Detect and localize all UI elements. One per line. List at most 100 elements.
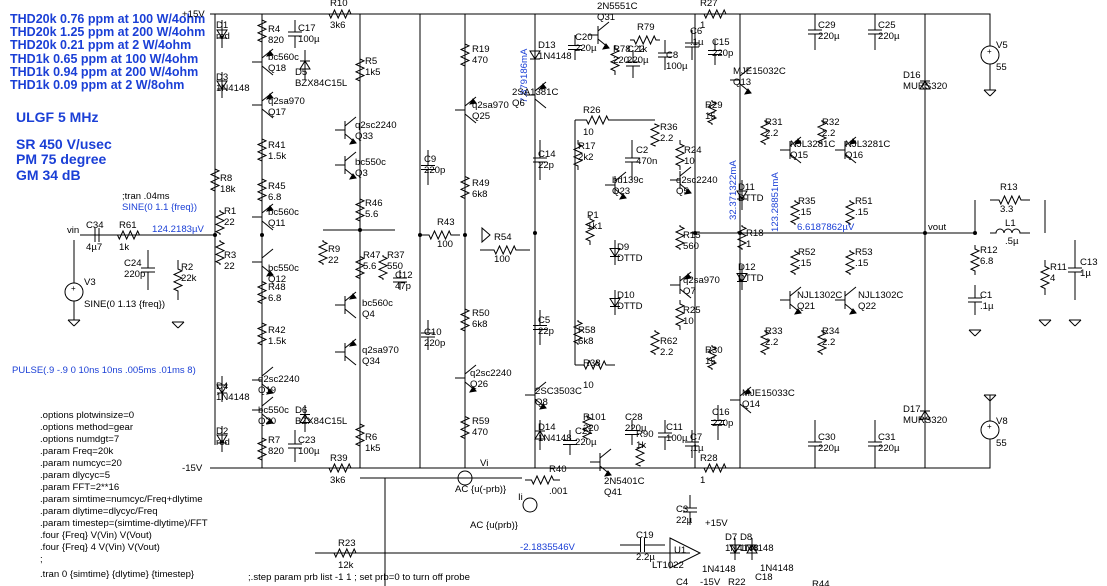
spice-directives: .options plotwinsize=0 .options method=g… — [40, 410, 208, 566]
ref-label-c25: C25 — [878, 20, 896, 31]
ref-label-q6: Q6 — [512, 98, 525, 109]
value-label-r7: 820 — [268, 446, 284, 457]
ref-label-c30: C30 — [818, 432, 836, 443]
ref-label-r9: R9 — [328, 244, 340, 255]
ref-label-r40: R40 — [549, 464, 567, 475]
value-label-r90: 1k — [636, 440, 646, 451]
capacitor-c34 — [82, 228, 112, 242]
ref-label-r27: R27 — [700, 0, 718, 9]
diode-d2 — [216, 426, 228, 452]
ref-label-r8: R8 — [220, 173, 232, 184]
ref-label-c8: C8 — [666, 50, 678, 61]
ref-label-c21: C21 — [575, 426, 593, 437]
value-label-q25: q2sa970 — [472, 100, 509, 111]
bias-current-label: 32.371322mA — [728, 160, 739, 220]
value-label-d8: 1N4148 — [760, 563, 794, 574]
spice-line: .options method=gear — [40, 422, 134, 433]
ref-label-c28: C28 — [625, 412, 643, 423]
ref-label-q25: Q25 — [472, 111, 490, 122]
transistor-q5 — [670, 166, 692, 195]
value-label-c29: 220µ — [818, 31, 840, 42]
ref-label-q5: Q5 — [676, 186, 689, 197]
ref-label-q15: Q15 — [790, 150, 808, 161]
value-label-r33: 2.2 — [765, 337, 778, 348]
value-label-c6: .1µ — [690, 37, 704, 48]
ref-label-c2: C2 — [636, 145, 648, 156]
ground-symbol — [968, 329, 982, 337]
resistor-r28 — [700, 462, 730, 474]
output-current-label: 123.28851mA — [770, 172, 781, 232]
value-label-r30: 15 — [705, 356, 716, 367]
value-label-r15: 560 — [683, 241, 699, 252]
ref-label-d11: D11 — [738, 182, 755, 193]
spec-note: ULGF 5 MHz — [16, 109, 99, 125]
vi-source — [457, 470, 473, 486]
value-label-q3: bc550c — [355, 157, 386, 168]
ground-symbol — [983, 394, 997, 402]
perf-note: THD20k 0.21 ppm at 2 W/4ohm — [10, 38, 192, 53]
value-label-r27: 1 — [700, 20, 705, 31]
capacitor-c5 — [533, 310, 547, 345]
ref-label-v3: V3 — [84, 277, 96, 288]
perf-note: THD20k 0.76 ppm at 100 W/4ohm — [10, 12, 206, 26]
value-label-q18: bc560c — [268, 52, 299, 63]
transistor-q23 — [605, 171, 627, 200]
value-label-r31: 2.2 — [765, 128, 778, 139]
diode-d8 — [746, 538, 758, 560]
transistor-q18 — [252, 48, 274, 76]
ref-label-r54: R54 — [494, 232, 512, 243]
perf-note: THD20k 1.25 ppm at 200 W/4ohm — [10, 25, 206, 40]
capacitor-c13 — [1068, 240, 1082, 300]
ref-label-vi: Vi — [480, 458, 488, 469]
ref-label-c12: C12 — [395, 270, 413, 281]
resistor-r38 — [575, 359, 615, 371]
value-label-r19: 470 — [472, 55, 488, 66]
ref-label-q23: Q23 — [612, 186, 630, 197]
ref-label-r36: R36 — [660, 122, 678, 133]
capacitor-c19 — [620, 538, 665, 552]
ref-label-u1: U1 — [674, 545, 686, 556]
resistor-r24 — [674, 140, 686, 170]
value-label-r43: 100 — [437, 239, 453, 250]
ref-label-c18: C18 — [755, 572, 773, 583]
ref-label-r31: R31 — [765, 117, 783, 128]
value-label-r52: .15 — [798, 258, 811, 269]
ref-label-q7: Q7 — [683, 286, 696, 297]
ref-label-r30: R30 — [705, 345, 723, 356]
value-label-d6: BZX84C15L — [295, 416, 348, 427]
value-label-r29: 15 — [705, 111, 716, 122]
junction-dot — [463, 233, 467, 237]
ref-label-d9: D9 — [617, 242, 629, 253]
resistor-r11 — [1039, 260, 1051, 295]
value-label-r5: 1k5 — [365, 67, 380, 78]
transistor-q3 — [335, 151, 357, 180]
capacitor-c28 — [625, 420, 639, 445]
transistor-q31 — [588, 21, 610, 50]
value-label-r53: .15 — [855, 258, 868, 269]
value-label-d14: 1N4148 — [538, 433, 572, 444]
ref-label-d6: D6 — [295, 405, 307, 416]
resistor-r51 — [844, 200, 856, 225]
value-label-c10: 220p — [424, 338, 445, 349]
capacitor-c22 — [626, 50, 640, 78]
value-label-r41: 1.5k — [268, 151, 286, 162]
ref-label-q41: Q41 — [604, 487, 622, 498]
resistor-r61 — [112, 229, 145, 241]
sine-source-label: SINE(0 1.1 {freq}) — [122, 202, 197, 213]
diode-d17 — [919, 400, 931, 430]
value-label-c24: 220p — [124, 269, 145, 280]
transistor-q12 — [252, 248, 274, 277]
value-label-q15: NJL3281C — [790, 139, 835, 150]
value-label-r4: 820 — [268, 35, 284, 46]
ref-label-r24: R24 — [684, 145, 702, 156]
rail-neg-label: -15V — [182, 463, 203, 474]
value-label-d5: BZX84C15L — [295, 78, 348, 89]
ref-label-c11: C11 — [666, 422, 683, 433]
spice-line: .param simtime=numcyc/Freq+dlytime — [40, 494, 203, 505]
ref-label-q16: Q16 — [845, 150, 863, 161]
capacitor-c21 — [563, 430, 577, 455]
resistor-r8 — [209, 160, 221, 200]
resistor-r13 — [990, 194, 1030, 206]
value-label-d16: MURS320 — [903, 81, 947, 92]
resistor-r6 — [354, 420, 366, 450]
